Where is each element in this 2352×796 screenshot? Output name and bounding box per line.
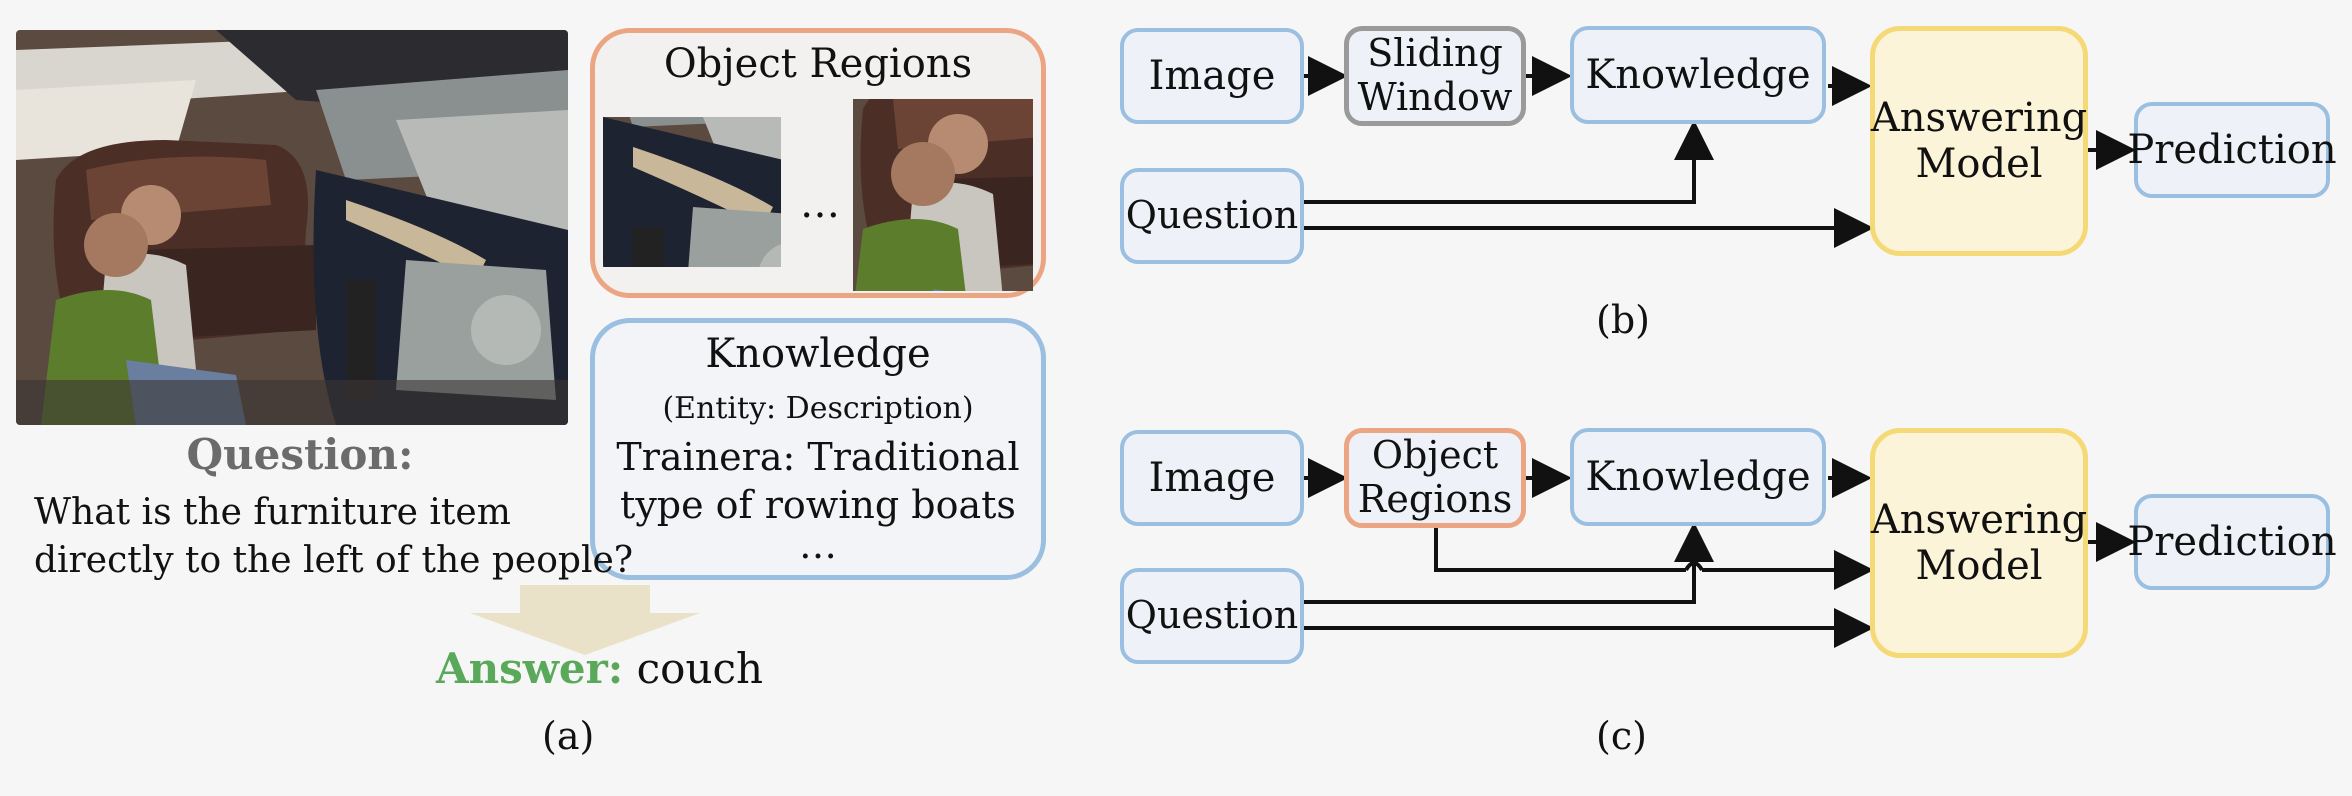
b-sliding-window-box: Sliding Window: [1344, 26, 1526, 126]
answer-value: couch: [636, 644, 764, 693]
c-answering-line2: Model: [1915, 543, 2043, 589]
c-knowledge-box: Knowledge: [1570, 428, 1826, 526]
object-regions-title: Object Regions: [663, 41, 973, 87]
knowledge-ellipsis: …: [799, 523, 837, 567]
regions-ellipsis: …: [800, 181, 840, 227]
b-answering-line1: Answering: [1870, 95, 2088, 141]
knowledge-subtitle: (Entity: Description): [662, 391, 974, 426]
object-regions-panel: Object Regions …: [590, 28, 1046, 298]
answer-label: Answer:: [436, 644, 624, 693]
c-image-box: Image: [1120, 430, 1304, 526]
b-knowledge-box: Knowledge: [1570, 26, 1826, 124]
question-line2: directly to the left of the people?: [34, 540, 634, 581]
c-regions-line2: Regions: [1357, 477, 1513, 521]
question-label: Question:: [186, 430, 414, 479]
knowledge-entry-line2: type of rowing boats: [620, 483, 1016, 527]
c-answering-model-box: Answering Model: [1870, 428, 2088, 658]
c-object-regions-box: Object Regions: [1344, 428, 1526, 528]
knowledge-title: Knowledge: [705, 331, 931, 377]
b-question-box: Question: [1120, 168, 1304, 264]
knowledge-entry-line1: Trainera: Traditional: [616, 435, 1020, 479]
b-answering-model-box: Answering Model: [1870, 26, 2088, 256]
question-line1: What is the furniture item: [34, 492, 511, 533]
c-answering-line1: Answering: [1870, 497, 2088, 543]
c-regions-line1: Object: [1371, 433, 1499, 478]
b-sliding-line1: Sliding: [1367, 31, 1503, 76]
answer-row: Answer: couch: [436, 644, 763, 693]
b-image-box: Image: [1120, 28, 1304, 124]
answer-arrow: [470, 585, 700, 655]
knowledge-panel: Knowledge (Entity: Description) Trainera…: [590, 318, 1046, 580]
b-answering-line2: Model: [1915, 141, 2043, 187]
caption-a: (a): [542, 714, 595, 758]
c-prediction-box: Prediction: [2127, 494, 2337, 590]
b-sliding-line2: Window: [1357, 75, 1513, 119]
b-prediction-box: Prediction: [2127, 102, 2337, 198]
caption-b: (b): [1596, 298, 1650, 342]
c-question-box: Question: [1120, 568, 1304, 664]
caption-c: (c): [1596, 714, 1647, 758]
